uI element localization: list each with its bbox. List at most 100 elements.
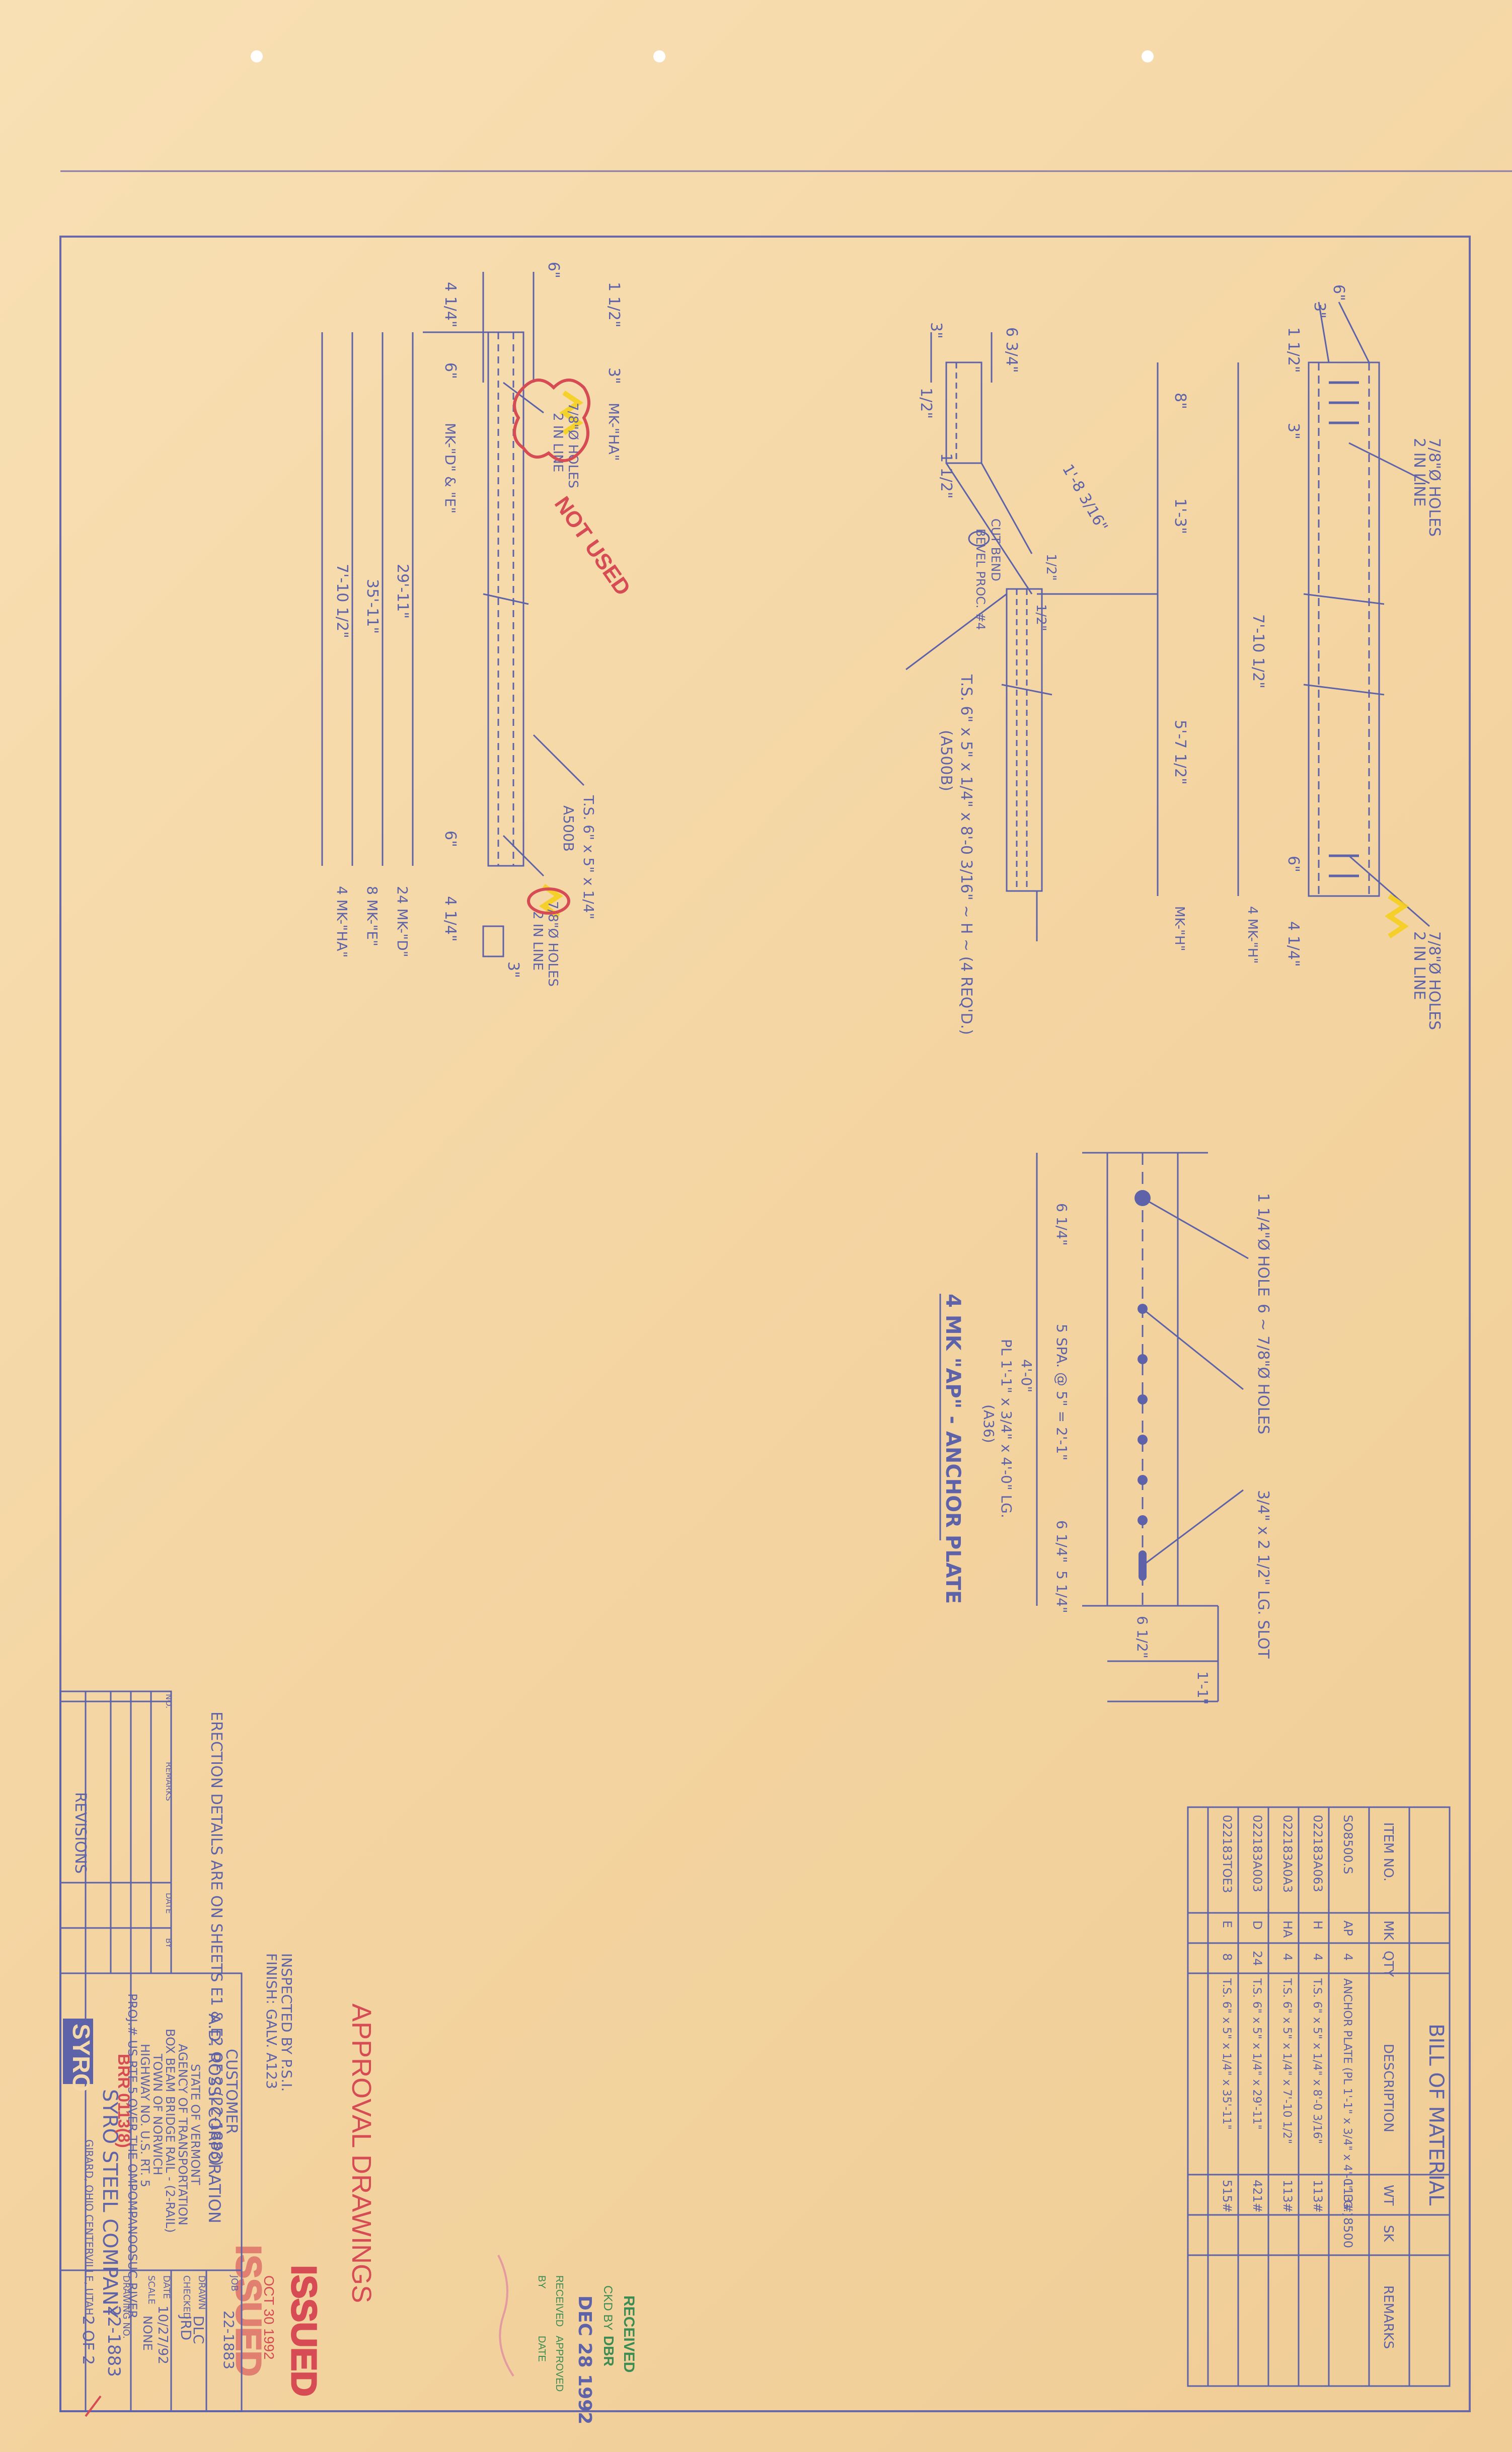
scale-label: SCALE	[146, 2275, 157, 2305]
anchor-hole	[1138, 1394, 1148, 1404]
signature	[497, 2255, 514, 2377]
anchor-plate-view	[1036, 1152, 1249, 1702]
sheet-number: 2 OF 2	[79, 2316, 97, 2365]
mk-d-dim-6c: 6"	[441, 831, 459, 847]
svg-text:ANCHOR PLATE (PL 1'-1" x 3/4": ANCHOR PLATE (PL 1'-1" x 3/4" x 4'-0" LG…	[1341, 1978, 1353, 2216]
svg-text:T.S. 6" x 5" x 1/4" x 29'-11": T.S. 6" x 5" x 1/4" x 29'-11"	[1250, 1978, 1263, 2130]
mk-h-bent-dim-1-2b: 1/2"	[1043, 554, 1059, 581]
anchor-slot-callout: 3/4" x 2 1/2" LG. SLOT	[1254, 1490, 1272, 1659]
mk-h-dim-3: 3"	[1311, 302, 1328, 319]
project-line: BOX BEAM BRIDGE RAIL - (2-RAIL)	[163, 2029, 177, 2233]
mk-h-straight-view	[1157, 302, 1430, 927]
mk-h-hole-label-bottom: 7/8"Ø HOLES	[1425, 931, 1443, 1030]
syro-logo: SYRO	[67, 2024, 94, 2092]
mk-d-dim-3: 3"	[605, 367, 623, 384]
bom-row: 022183A003 D 24 T.S. 6" x 5" x 1/4" x 29…	[1250, 1815, 1264, 2213]
date-label: DATE	[161, 2275, 172, 2299]
anchor-hole	[1138, 1435, 1148, 1445]
svg-text:RECEIVED: RECEIVED	[554, 2275, 565, 2327]
svg-text:APPROVED: APPROVED	[554, 2336, 565, 2392]
anchor-dim-6-1-4: 6 1/4"	[1053, 1203, 1070, 1246]
mk-h-hole-label-bottom-2: 2 IN LINE	[1410, 931, 1428, 1000]
job-number: 22-1883	[220, 2311, 237, 2369]
mk-d-dim-4-1-4b: 4 1/4"	[441, 896, 459, 942]
mk-d-dim-29-11: 29'-11"	[394, 564, 411, 619]
mk-d-dim-35-11: 35'-11"	[363, 579, 381, 634]
svg-text:515#: 515#	[1220, 2180, 1234, 2213]
company-name: SYRO STEEL COMPANY	[98, 2089, 121, 2318]
bom-header-item: ITEM NO.	[1381, 1822, 1396, 1882]
svg-text:4: 4	[1311, 1953, 1325, 1961]
project-line: PROJ.# US RTE 5 OVER THE OMPOMPANOOSUC R…	[125, 1993, 139, 2319]
mk-d-member-note: T.S. 6" x 5" x 1/4"	[580, 795, 597, 919]
svg-text:ISSUED: ISSUED	[284, 2265, 324, 2397]
project-line: TOWN OF NORWICH	[150, 2053, 165, 2175]
anchor-hole	[1138, 1354, 1148, 1364]
svg-text:022183A063: 022183A063	[1311, 1815, 1325, 1892]
mk-h-bevel-note: BEVEL PROC. #4	[973, 529, 988, 630]
title-block	[59, 1690, 243, 2412]
bom-header-description: DESCRIPTION	[1381, 2044, 1396, 2132]
punch-hole	[653, 50, 665, 62]
svg-text:24: 24	[1250, 1951, 1264, 1966]
drawn-label: DRAWN	[196, 2275, 207, 2310]
svg-text:BY: BY	[536, 2275, 547, 2289]
svg-text:4: 4	[1280, 1953, 1295, 1961]
punch-hole	[251, 50, 263, 62]
issued-stamp: ISSUED OCT 30 1992 ISSUED	[229, 2245, 325, 2398]
anchor-hole	[1138, 1515, 1148, 1525]
svg-text:E: E	[1220, 1920, 1234, 1928]
mk-d-dim-3b: 3"	[504, 961, 522, 978]
svg-text:D: D	[1250, 1920, 1264, 1929]
svg-text:4: 4	[1341, 1953, 1355, 1961]
mk-h-dim-1-3: 1'-3"	[1171, 498, 1189, 534]
svg-text:113#: 113#	[1280, 2180, 1295, 2213]
mk-h-bent-dim-1-1-2: 1 1/2"	[937, 453, 955, 499]
bom-row: SO8500.S AP 4 ANCHOR PLATE (PL 1'-1" x 3…	[1341, 1815, 1355, 2248]
svg-text:SO8500.S: SO8500.S	[1341, 1815, 1355, 1874]
rev-header-no: NO.	[164, 1694, 174, 1708]
customer-name: A.D. ROSSI CORPORATION	[205, 2014, 224, 2223]
mk-d-qty-d: 24 MK-"D"	[394, 886, 411, 957]
svg-text:421#: 421#	[1250, 2180, 1264, 2213]
mk-d-dim-6: 6"	[545, 262, 562, 278]
anchor-dim-spacing: 5 SPA. @ 5" = 2'-1"	[1053, 1324, 1070, 1460]
anchor-dim-5-1-4: 5 1/4"	[1053, 1571, 1070, 1613]
anchor-dim-6-1-4b: 6 1/4"	[1053, 1520, 1070, 1563]
approval-drawings-label: APPROVAL DRAWINGS	[346, 2003, 376, 2303]
mk-d-hole-label-2: 2 IN LINE	[550, 413, 565, 472]
mk-h-qty-label: 4 MK-"H"	[1245, 906, 1260, 963]
mk-d-qty-ha: 4 MK-"HA"	[334, 886, 350, 957]
mk-d-mark-de: MK-"D" & "E"	[442, 423, 459, 513]
svg-text:022183A003: 022183A003	[1250, 1815, 1264, 1892]
mk-d-material-note: A500B	[560, 805, 577, 852]
rev-header-date: DATE	[164, 1893, 174, 1914]
mk-h-bent-dim-3: 3"	[927, 322, 945, 339]
mk-h-bent-view	[905, 332, 1159, 941]
svg-text:DEC 28 1992: DEC 28 1992	[574, 2295, 595, 2424]
project-line: HIGHWAY NO. U.S. RT. 5	[138, 2044, 152, 2187]
mk-d-dim-1-1-2: 1 1/2"	[605, 282, 623, 328]
svg-text:H: H	[1311, 1920, 1325, 1929]
mk-h-dim-6b: 6"	[1284, 856, 1302, 872]
bom-row: 022183A063 H 4 T.S. 6" x 5" x 1/4" x 8'-…	[1311, 1815, 1325, 2213]
anchor-plate-title: 4 MK "AP" - ANCHOR PLATE	[941, 1294, 964, 1604]
drawn-by: DLC	[190, 2316, 207, 2344]
bom-header-remarks: REMARKS	[1381, 2285, 1396, 2349]
drawing-no-label: DRAWING NO.	[121, 2275, 131, 2339]
received-stamp: RECEIVED CKD BY DBR DEC 28 1992 RECEIVED…	[536, 2275, 637, 2424]
svg-text:RECEIVED: RECEIVED	[621, 2295, 637, 2372]
svg-text:AP: AP	[1341, 1920, 1355, 1936]
anchor-dim-4-0: 4'-0"	[1018, 1359, 1035, 1392]
mk-d-dim-6b: 6"	[441, 362, 459, 379]
anchor-large-hole	[1135, 1190, 1151, 1206]
bom-header-wt: WT	[1381, 2185, 1396, 2206]
anchor-hole	[1138, 1304, 1148, 1314]
checked-by: JRD	[178, 2315, 194, 2340]
bill-of-material-table	[1187, 1806, 1451, 2387]
finish-note: FINISH: GALV. A123	[263, 1953, 280, 2089]
drawing-number: 22-1883	[104, 2306, 124, 2377]
mk-h-bent-dim-1-2c: 1/2"	[1033, 604, 1048, 631]
